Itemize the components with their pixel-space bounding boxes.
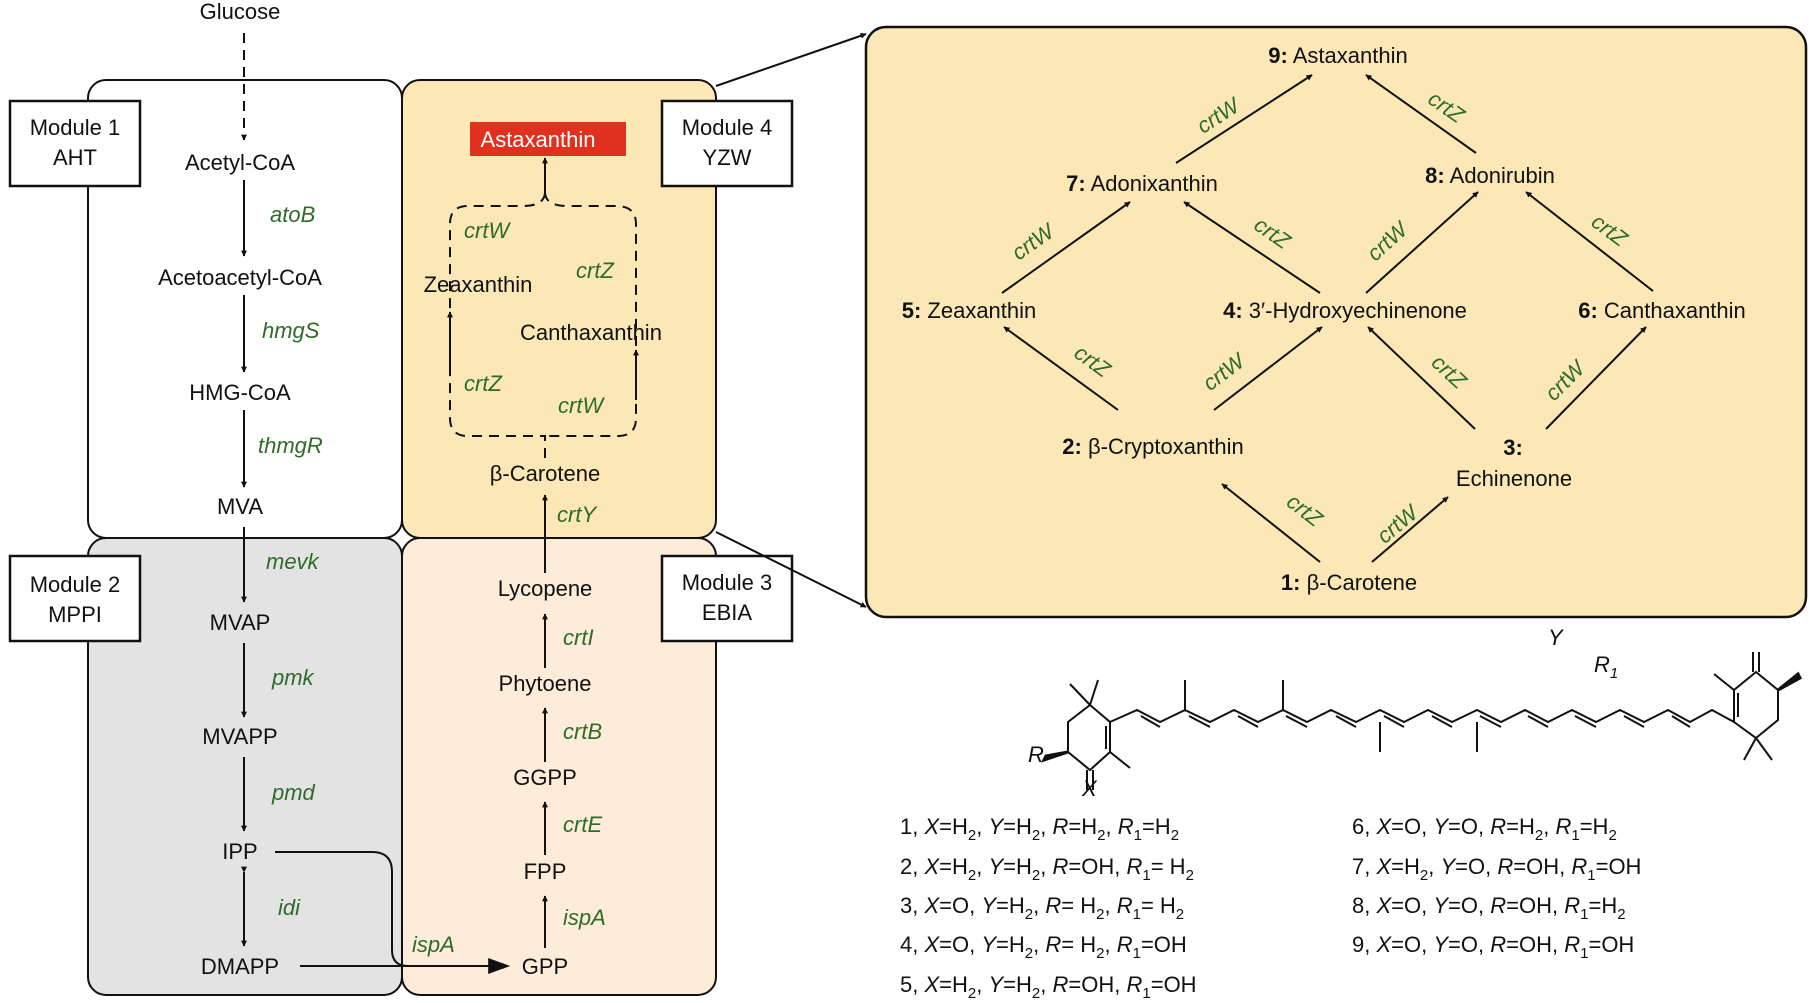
detail-node-1: 1: β-Carotene xyxy=(1281,570,1417,595)
dashed-cycle xyxy=(449,191,637,458)
arrow-8-9 xyxy=(1365,74,1477,154)
module3-region xyxy=(401,537,717,996)
arrow-4-7 xyxy=(1183,201,1321,294)
zoom-arrow-top xyxy=(715,32,867,87)
node-dmapp: DMAPP xyxy=(201,954,279,979)
node-acetyl-coa: Acetyl-CoA xyxy=(185,150,295,175)
arrow-1-3 xyxy=(1371,496,1449,563)
legend-row: 2, X=H2, Y=H2, R=OH, R1= H2 xyxy=(900,854,1194,884)
enzyme-crtZ-top: crtZ xyxy=(576,258,615,283)
node-glucose: Glucose xyxy=(200,0,281,24)
enzyme-crtB: crtB xyxy=(563,719,602,744)
module3-label: Module 3 EBIA xyxy=(660,554,794,643)
arrow-4-8 xyxy=(1365,191,1479,294)
module2-code: MPPI xyxy=(48,602,102,627)
enzyme-thmgR: thmgR xyxy=(258,433,323,458)
atom-Y: Y xyxy=(1548,625,1564,650)
enzyme-crtI: crtI xyxy=(563,625,594,650)
node-ipp: IPP xyxy=(222,839,257,864)
enzyme-ispA-right: ispA xyxy=(563,905,606,930)
arrow-3-4 xyxy=(1367,326,1476,430)
detail-node-3-num: 3: xyxy=(1503,435,1523,460)
atom-X: X xyxy=(1081,776,1098,801)
module4-name: Module 4 xyxy=(682,115,773,140)
enzyme-pmk: pmk xyxy=(271,665,315,690)
module1-code: AHT xyxy=(53,145,97,170)
module3-name: Module 3 xyxy=(682,570,773,595)
enzyme-crtW-bottom: crtW xyxy=(558,393,605,418)
detail-node-3-name: Echinenone xyxy=(1456,466,1572,491)
legend-row: 7, X=H2, Y=O, R=OH, R1=OH xyxy=(1352,854,1641,884)
legend-row: 3, X=O, Y=H2, R= H2, R1= H2 xyxy=(900,893,1184,923)
detail-node-2: 2: β-Cryptoxanthin xyxy=(1062,434,1243,459)
legend-row: 9, X=O, Y=O, R=OH, R1=OH xyxy=(1352,932,1634,962)
node-acetoacetyl-coa: Acetoacetyl-CoA xyxy=(158,265,322,290)
detail-node-8: 8: Adonirubin xyxy=(1425,163,1555,188)
wedge-r1 xyxy=(1777,671,1802,692)
node-lycopene: Lycopene xyxy=(498,576,593,601)
node-mvapp: MVAPP xyxy=(202,724,277,749)
atom-R: R xyxy=(1028,742,1044,767)
node-canthaxanthin-loop: Canthaxanthin xyxy=(520,320,662,345)
enzyme-mevk: mevk xyxy=(266,549,320,574)
detail-node-6: 6: Canthaxanthin xyxy=(1578,298,1746,323)
detail-node-5: 5: Zeaxanthin xyxy=(902,298,1037,323)
node-hmg-coa: HMG-CoA xyxy=(189,380,291,405)
module1-label: Module 1 AHT xyxy=(8,99,142,188)
module2-label: Module 2 MPPI xyxy=(8,554,142,643)
arrow-7-9 xyxy=(1175,74,1313,164)
arrow-6-8 xyxy=(1525,191,1654,292)
module4-code: YZW xyxy=(703,145,752,170)
node-fpp: FPP xyxy=(524,859,567,884)
node-mva: MVA xyxy=(217,494,263,519)
arrow-5-7 xyxy=(1001,201,1131,294)
node-gpp: GPP xyxy=(522,954,568,979)
enzyme-crtY: crtY xyxy=(557,502,597,527)
enzyme-atoB: atoB xyxy=(270,202,315,227)
legend-row: 6, X=O, Y=O, R=H2, R1=H2 xyxy=(1352,814,1617,844)
node-ggpp: GGPP xyxy=(513,765,577,790)
wedge-r xyxy=(1041,750,1069,763)
atom-R1: R1 xyxy=(1594,652,1618,682)
arrow-2-4 xyxy=(1213,326,1323,411)
enzyme-ispA-left: ispA xyxy=(412,932,455,957)
zoom-arrow-bottom xyxy=(715,531,867,608)
carotenoid-structure xyxy=(1067,652,1779,790)
legend-row: 8, X=O, Y=O, R=OH, R1=H2 xyxy=(1352,893,1626,923)
legend-row: 5, X=H2, Y=H2, R=OH, R1=OH xyxy=(900,972,1197,1002)
module3-code: EBIA xyxy=(702,600,752,625)
detail-node-4: 4: 3′-Hydroxyechinenone xyxy=(1223,298,1467,323)
detail-node-7: 7: Adonixanthin xyxy=(1066,171,1218,196)
astaxanthin-highlight xyxy=(470,122,626,156)
enzyme-crtW-top: crtW xyxy=(464,218,511,243)
enzyme-hmgS: hmgS xyxy=(262,318,320,343)
enzyme-idi: idi xyxy=(278,895,301,920)
arrow-1-2 xyxy=(1221,483,1321,563)
node-phytoene: Phytoene xyxy=(499,671,592,696)
node-mvap: MVAP xyxy=(210,610,271,635)
detail-node-9: 9: Astaxanthin xyxy=(1268,43,1407,68)
legend-row: 4, X=O, Y=H2, R= H2, R1=OH xyxy=(900,932,1187,962)
enzyme-crtE: crtE xyxy=(563,812,602,837)
node-zeaxanthin-loop: Zeaxanthin xyxy=(424,272,533,297)
detail-panel xyxy=(864,25,1808,619)
enzyme-crtZ-bottom: crtZ xyxy=(464,371,503,396)
arrow-3-6 xyxy=(1545,326,1647,430)
module1-name: Module 1 xyxy=(30,115,121,140)
module2-name: Module 2 xyxy=(30,572,121,597)
node-beta-carotene: β-Carotene xyxy=(490,461,600,486)
substituent-legend: 1, X=H2, Y=H2, R=H2, R1=H2 2, X=H2, Y=H2,… xyxy=(900,814,1641,1002)
node-astaxanthin: Astaxanthin xyxy=(481,127,596,152)
legend-row: 1, X=H2, Y=H2, R=H2, R1=H2 xyxy=(900,814,1179,844)
module4-label: Module 4 YZW xyxy=(660,99,794,188)
enzyme-pmd: pmd xyxy=(271,780,316,805)
arrow-2-5 xyxy=(1003,326,1119,411)
